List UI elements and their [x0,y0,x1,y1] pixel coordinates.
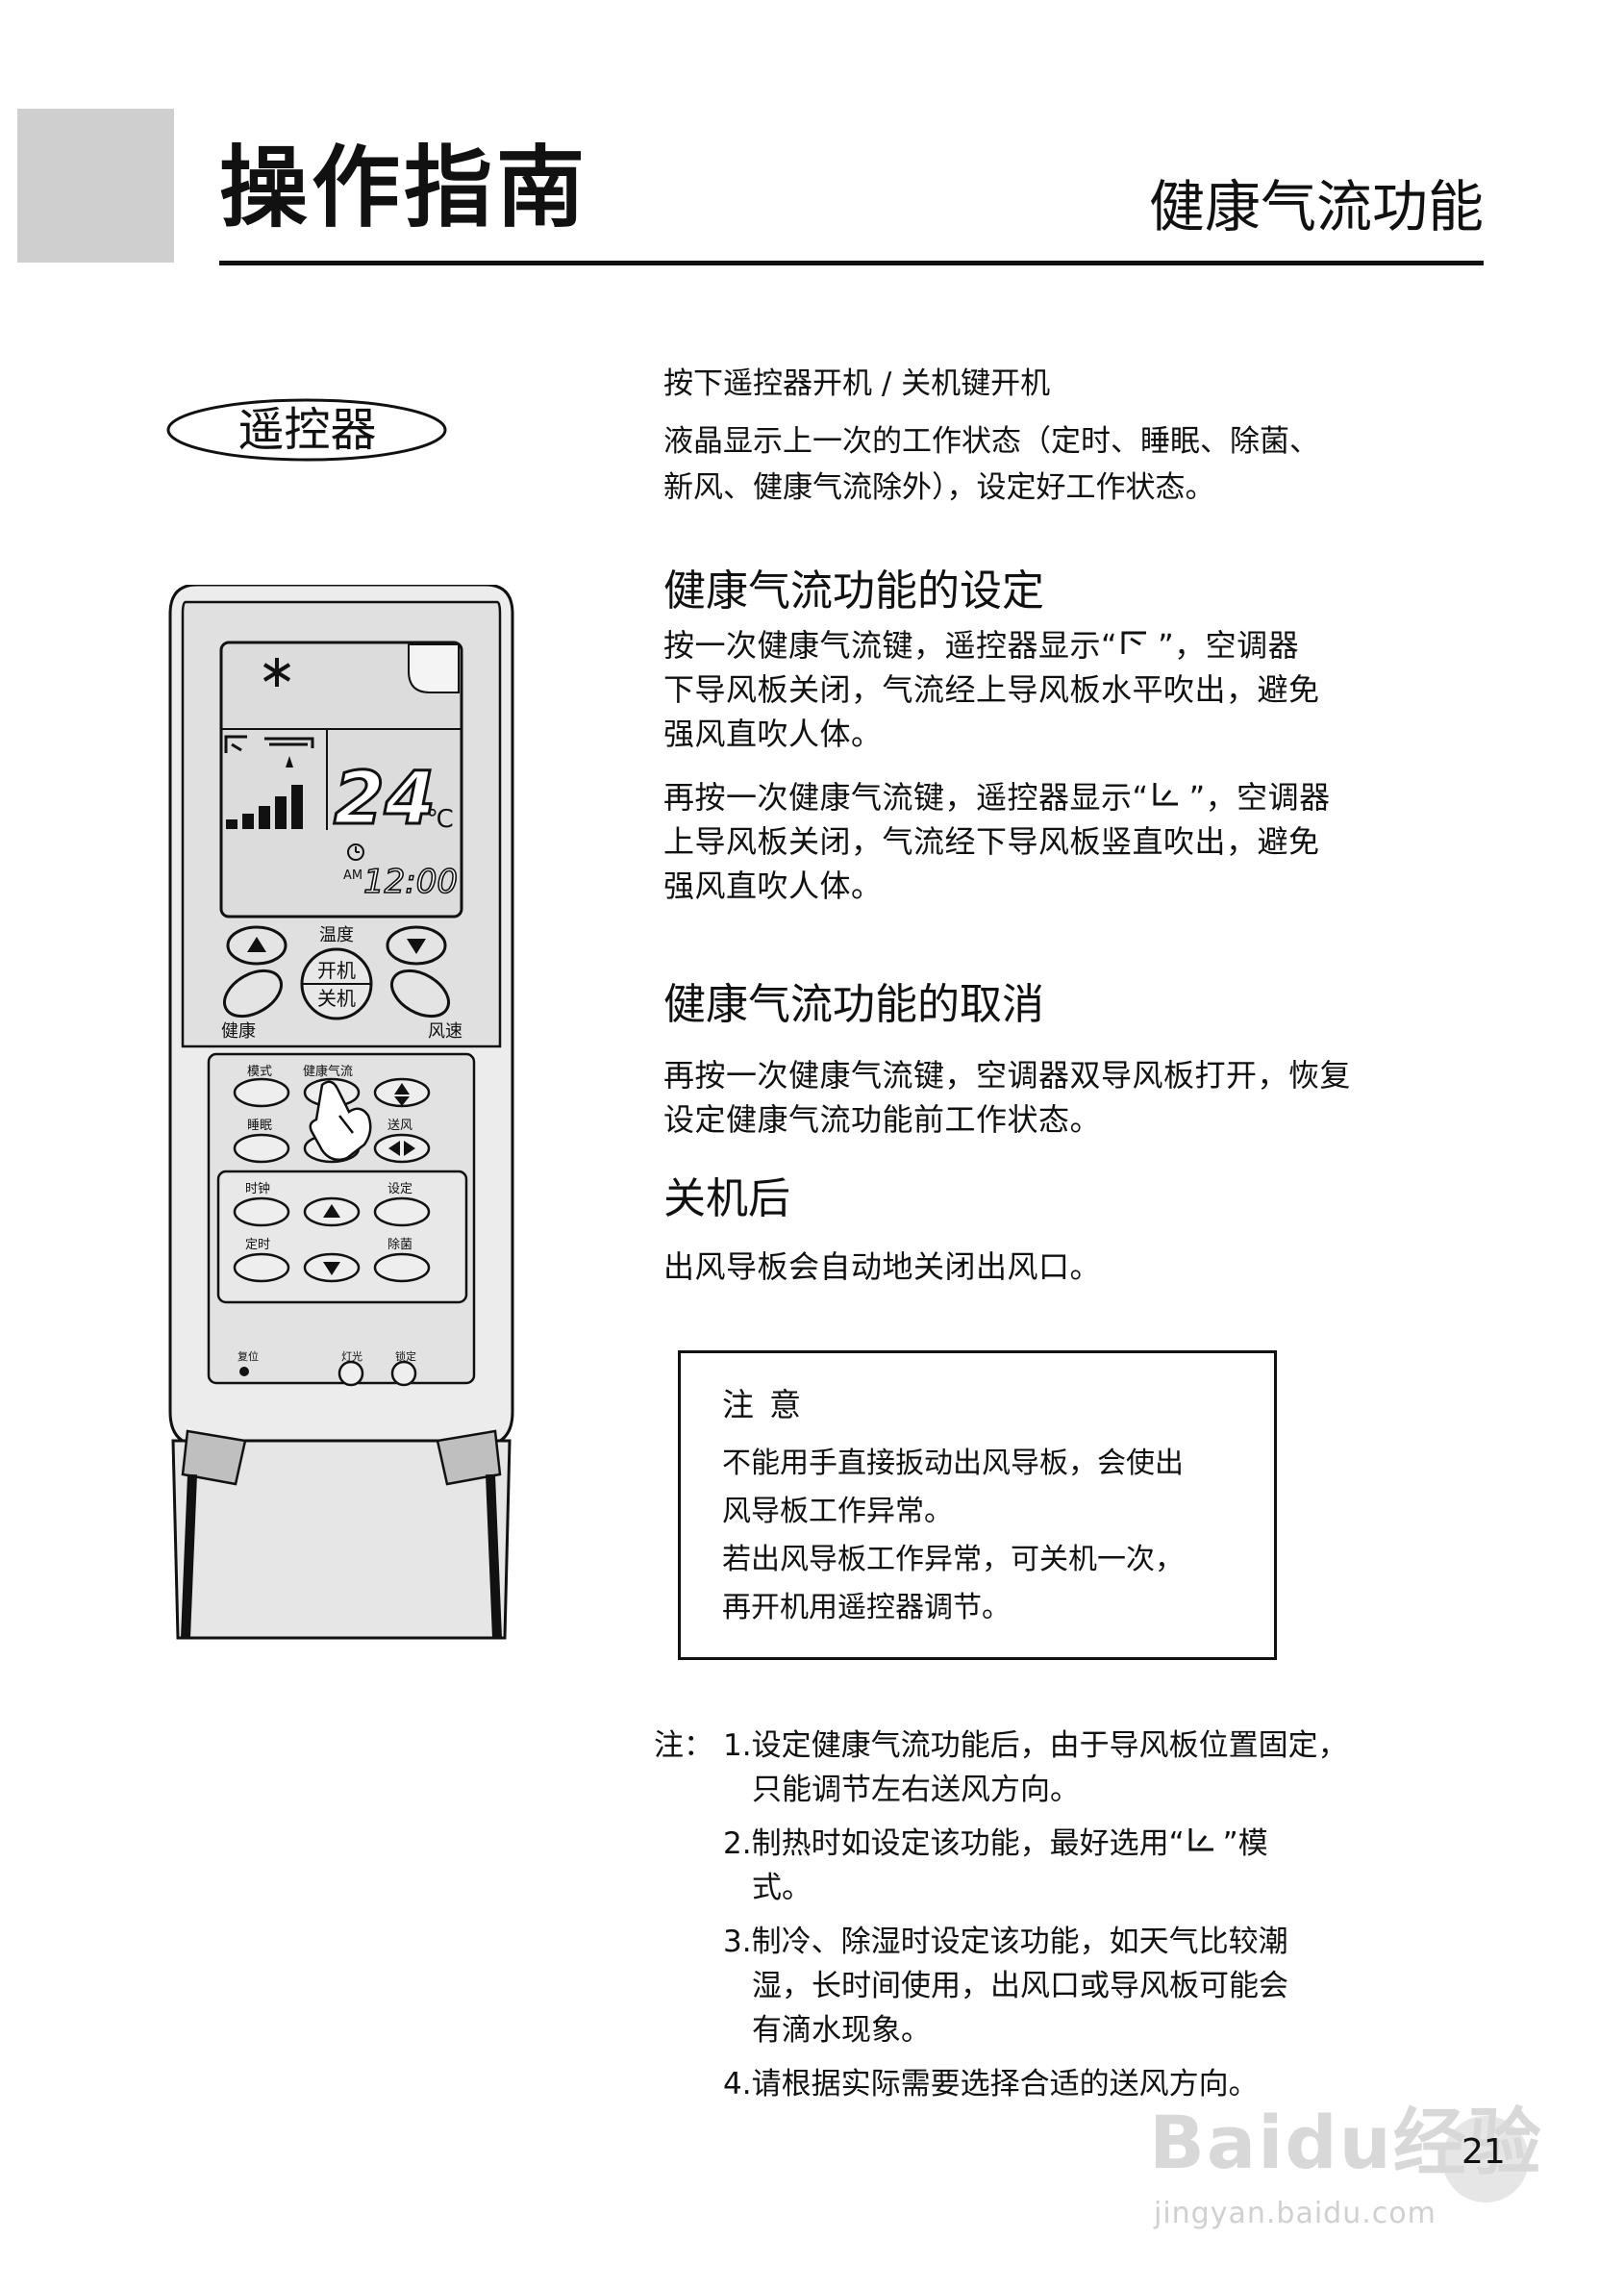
timer-label: 定时 [245,1238,270,1252]
reset-button[interactable] [239,1367,249,1376]
page-title: 操作指南 [219,137,589,239]
timer-button[interactable] [233,1252,290,1283]
snowflake-icon [262,658,291,687]
section-title: 健康气流功能 [1148,174,1484,239]
sleep-label: 睡眠 [247,1119,272,1133]
page-number-badge [1442,2116,1529,2202]
upper-flap-symbol-icon [1117,623,1158,667]
set-label: 设定 [387,1182,412,1196]
power-off-label: 关机 [317,987,356,1010]
title-rule [219,261,1484,265]
clock-icon [347,843,364,861]
airflow-flap-icon [224,735,314,753]
sterilize-button[interactable] [373,1252,431,1283]
lcd-temperature: 24 [334,755,436,841]
triangle-up-icon [247,937,266,952]
swing-leftright-button[interactable] [373,1133,431,1164]
note-1-line-1: 1.设定健康气流功能后，由于导风板位置固定， [723,1728,1348,1763]
lock-button[interactable] [390,1360,417,1387]
lower-flap-symbol-icon [1149,775,1189,819]
note-4-line-1: 4.请根据实际需要选择合适的送风方向。 [723,2067,1259,2101]
cancel-heading: 健康气流功能的取消 [663,980,1044,1029]
watermark-url: jingyan.baidu.com [1154,2197,1437,2230]
note-3-line-3: 有滴水现象。 [752,2013,931,2048]
light-label: 灯光 [341,1349,362,1363]
reset-label: 复位 [237,1349,259,1363]
pointing-hand-icon [309,1080,372,1161]
health-button[interactable] [216,962,288,1026]
intro-line-2: 液晶显示上一次的工作状态（定时、睡眠、除菌、 [663,424,1319,459]
setting-para-1-line-1: 按一次健康气流键，遥控器显示“”，空调器 [663,623,1320,667]
remote-label: 遥控器 [237,403,377,457]
lower-flap-symbol-icon [1185,1822,1223,1866]
page-number: 21 [1462,2132,1506,2172]
mode-button[interactable] [233,1077,290,1108]
swing-label: 送风 [387,1119,412,1133]
section-tab-marker [17,109,174,263]
remote-control-illustration: 24 ℃ AM 12:00 温度 开机 关机 健康 风速 模式 健康气流 睡眠 … [168,585,514,1640]
notice-line-2: 风导板工作异常。 [722,1495,953,1528]
notice-title: 注意 [722,1386,816,1423]
note-3-line-2: 湿，长时间使用，出风口或导风板可能会 [752,1969,1288,2003]
setting-para-2-line-3: 强风直吹人体。 [663,868,883,904]
watermark-logo: Baidu经验 [1149,2100,1543,2185]
notes-list: 1.设定健康气流功能后，由于导风板位置固定， 只能调节左右送风方向。 2.制热时… [723,1724,1492,2106]
lock-label: 锁定 [395,1349,416,1363]
notice-line-3: 若出风导板工作异常，可关机一次， [722,1543,1184,1576]
fan-speed-button[interactable] [384,962,456,1026]
health-label: 健康 [221,1021,256,1042]
triangle-down-icon [323,1262,340,1275]
clock-label: 时钟 [245,1181,270,1196]
notice-line-4: 再开机用遥控器调节。 [722,1591,1011,1624]
triangle-up-icon [323,1204,340,1218]
lcd-temperature-unit: ℃ [426,805,454,834]
cancel-paragraph: 再按一次健康气流键，空调器双导风板打开，恢复 设定健康气流功能前工作状态。 [663,1053,1351,1142]
notice-box [678,1350,1277,1660]
setting-para-1: 按一次健康气流键，遥控器显示“”，空调器 下导风板关闭，气流经上导风板水平吹出，… [663,623,1320,756]
sterilize-label: 除菌 [387,1238,412,1252]
note-2-line-2: 式。 [752,1871,812,1905]
notice-body: 不能用手直接扳动出风导板，会使出 风导板工作异常。 若出风导板工作异常，可关机一… [722,1445,1184,1627]
note-3-line-1: 3.制冷、除湿时设定该功能，如天气比较潮 [723,1925,1288,1959]
fan-speed-label: 风速 [428,1021,462,1042]
intro-line-3: 新风、健康气流除外），设定好工作状态。 [663,470,1215,505]
setting-heading: 健康气流功能的设定 [663,566,1044,616]
cancel-line-1: 再按一次健康气流键，空调器双导风板打开，恢复 [663,1057,1352,1094]
fan-direction-icon [286,756,293,768]
cancel-line-2: 设定健康气流功能前工作状态。 [663,1101,1102,1138]
sleep-button[interactable] [233,1133,290,1164]
lcd-am: AM [343,868,362,883]
notes-prefix: 注： [654,1728,713,1763]
setting-para-2: 再按一次健康气流键，遥控器显示“”，空调器 上导风板关闭，气流经下导风板竖直吹出… [663,775,1331,908]
set-button[interactable] [373,1196,431,1227]
clock-button[interactable] [233,1196,290,1227]
note-1-line-2: 只能调节左右送风方向。 [752,1773,1080,1807]
poweroff-line: 出风导板会自动地关闭出风口。 [663,1248,1102,1285]
fan-speed-bars-icon [226,785,303,829]
light-button[interactable] [337,1360,364,1387]
intro-line-1: 按下遥控器开机 / 关机键开机 [663,366,1051,401]
setting-para-2-line-2: 上导风板关闭，气流经下导风板竖直吹出，避免 [663,823,1320,860]
lcd-time: 12:00 [363,863,458,901]
setting-para-2-line-1: 再按一次健康气流键，遥控器显示“”，空调器 [663,775,1331,819]
notice-line-1: 不能用手直接扳动出风导板，会使出 [722,1447,1184,1480]
setting-para-1-line-2: 下导风板关闭，气流经上导风板水平吹出，避免 [663,671,1320,708]
mode-label: 模式 [247,1065,272,1079]
poweroff-heading: 关机后 [663,1174,790,1223]
setting-para-1-line-3: 强风直吹人体。 [663,716,883,752]
note-2-line-1: 2.制热时如设定该功能，最好选用“”模 [723,1822,1492,1866]
temp-label: 温度 [319,925,354,945]
triangle-down-icon [407,939,426,954]
health-airflow-label: 健康气流 [303,1064,353,1079]
remote-label-oval: 遥控器 [165,397,449,463]
power-on-label: 开机 [317,959,356,982]
